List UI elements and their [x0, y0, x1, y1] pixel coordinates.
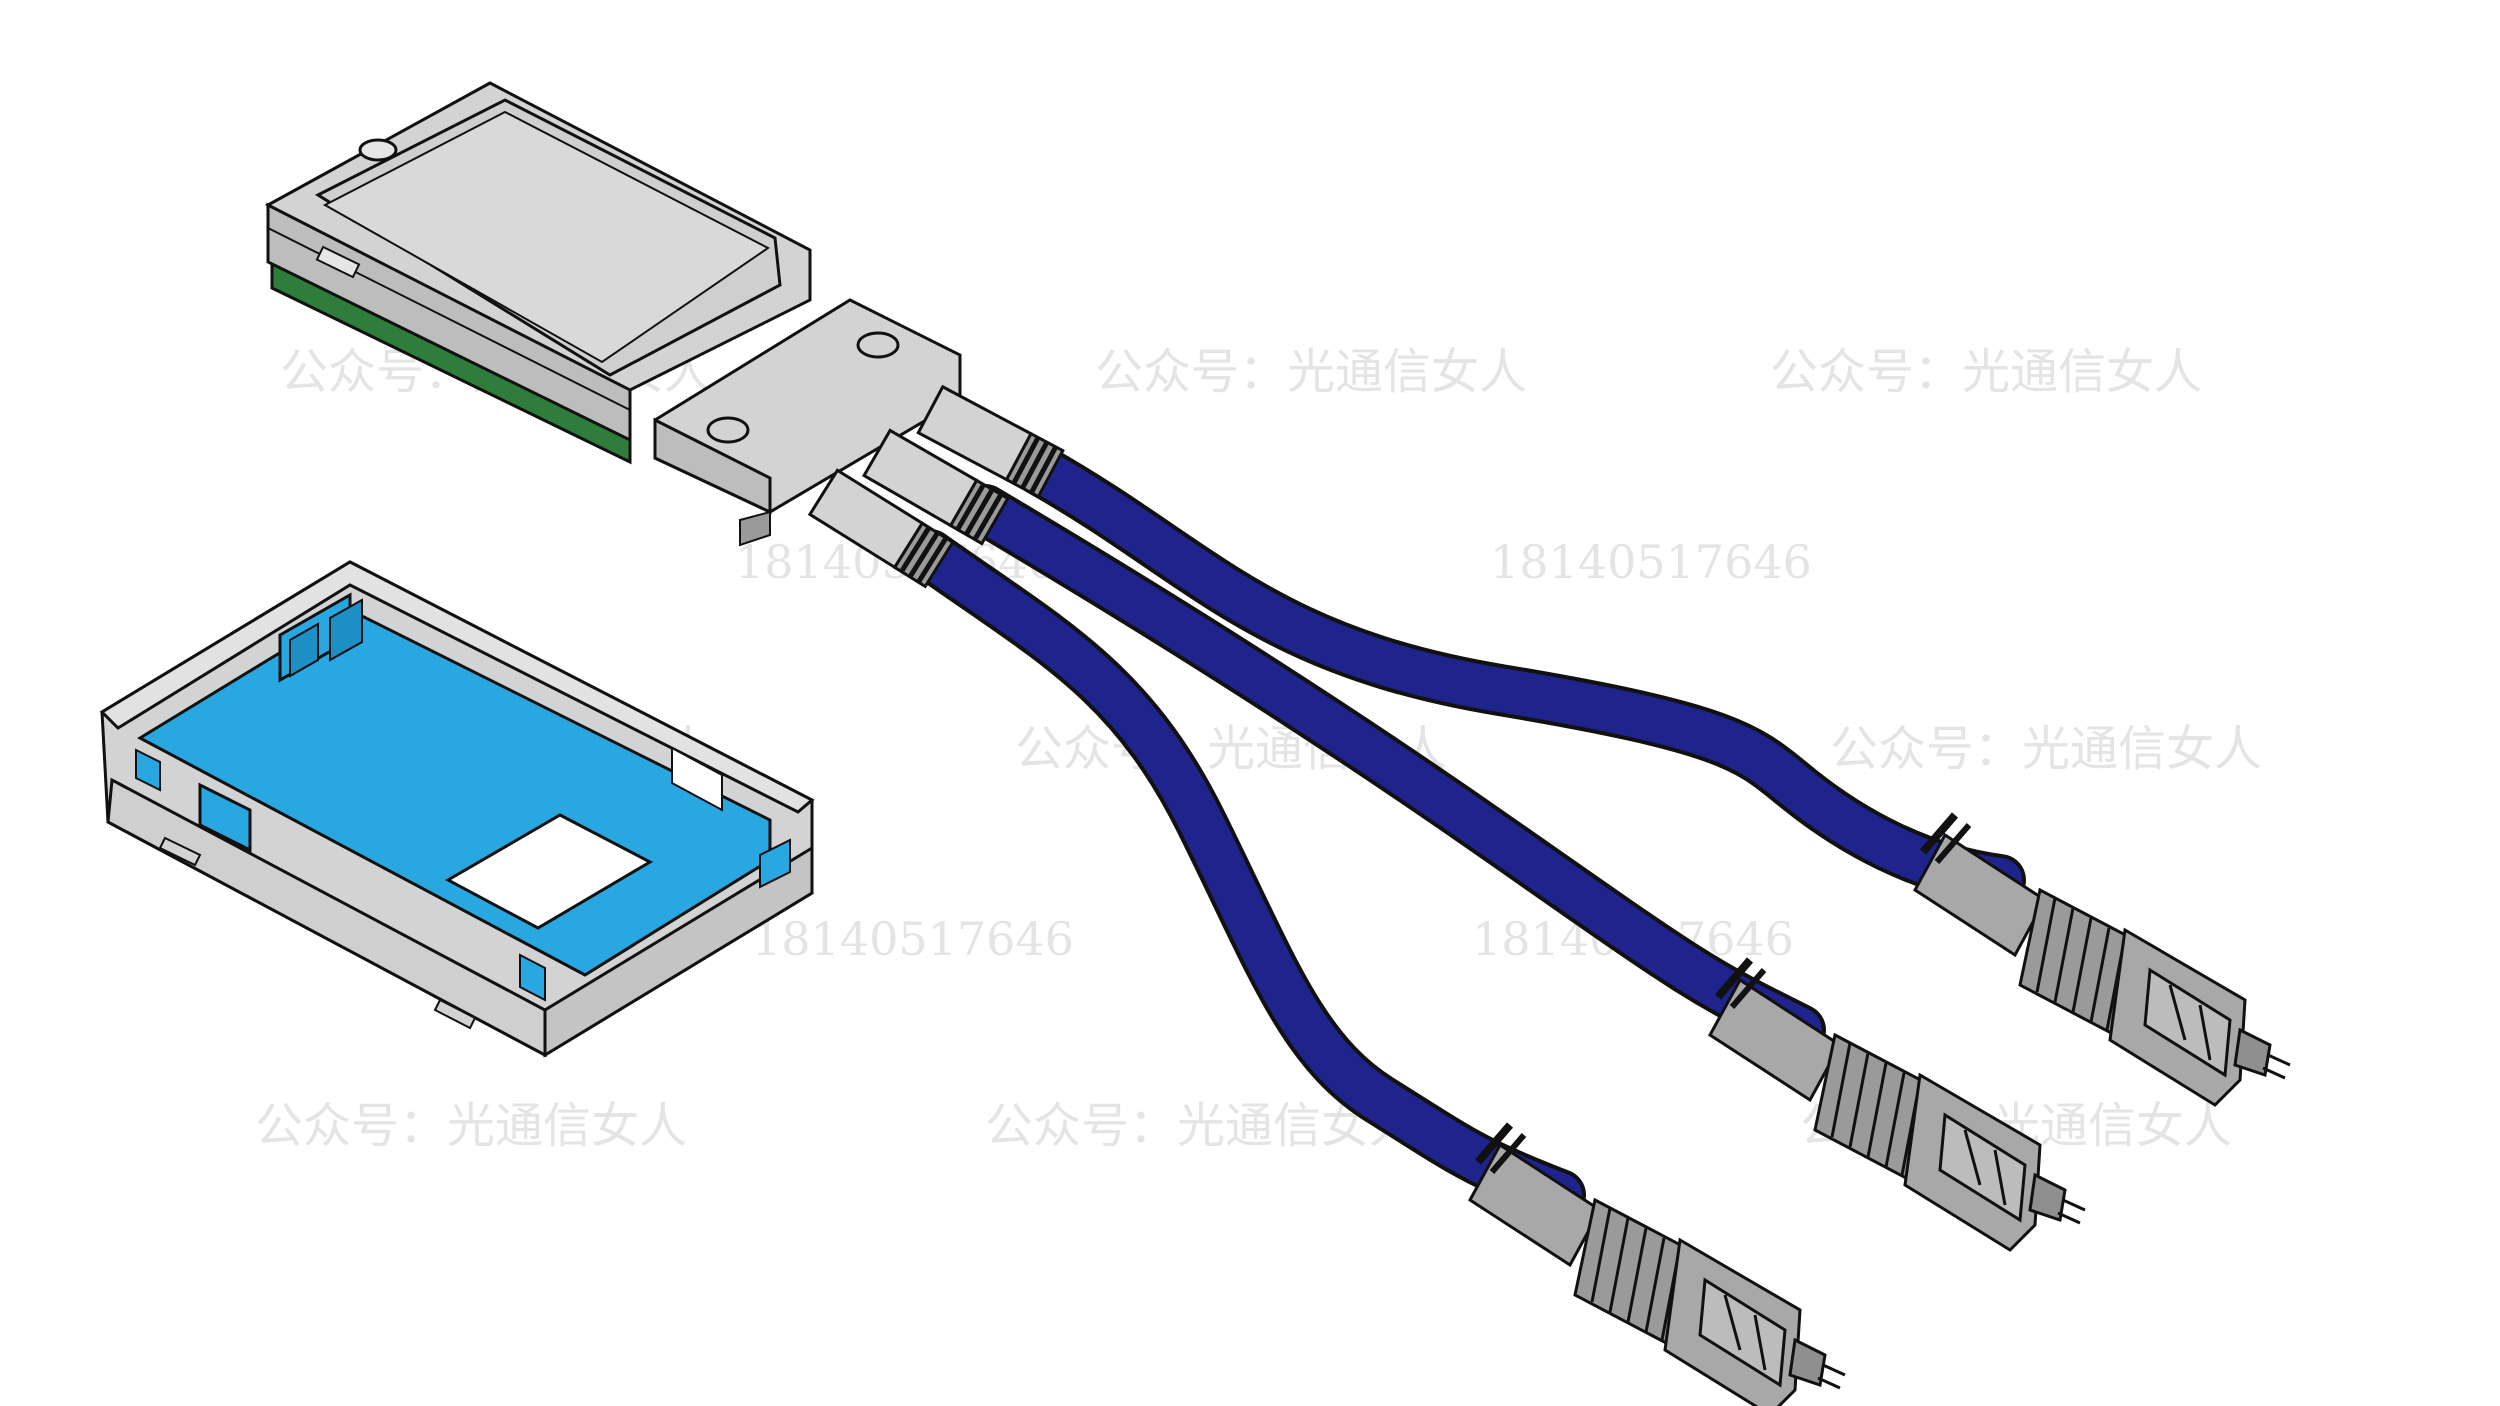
watermark-wechat-2: 公众号：光通信女人: [1095, 344, 1527, 400]
watermark-phone-3: 18140517646: [752, 912, 1074, 966]
watermark-wechat-6: 公众号：光通信女人: [1830, 721, 2262, 777]
optical-module: [264, 81, 962, 547]
watermark-wechat-7: 公众号：光通信女人: [255, 1098, 687, 1154]
watermark-wechat-3: 公众号：光通信女人: [1770, 344, 2202, 400]
watermark-wechat-8: 公众号：光通信女人: [985, 1098, 1417, 1154]
module-cage: [99, 560, 815, 1058]
cage-floor-window: [444, 813, 654, 930]
fiber-cables: [904, 444, 2026, 1221]
mpo-connector-3: [1915, 815, 2290, 1105]
watermark-phone-2: 18140517646: [1490, 535, 1812, 589]
module-cable-boots: [807, 384, 1065, 589]
mpo-connector-1: [1470, 1125, 1845, 1406]
